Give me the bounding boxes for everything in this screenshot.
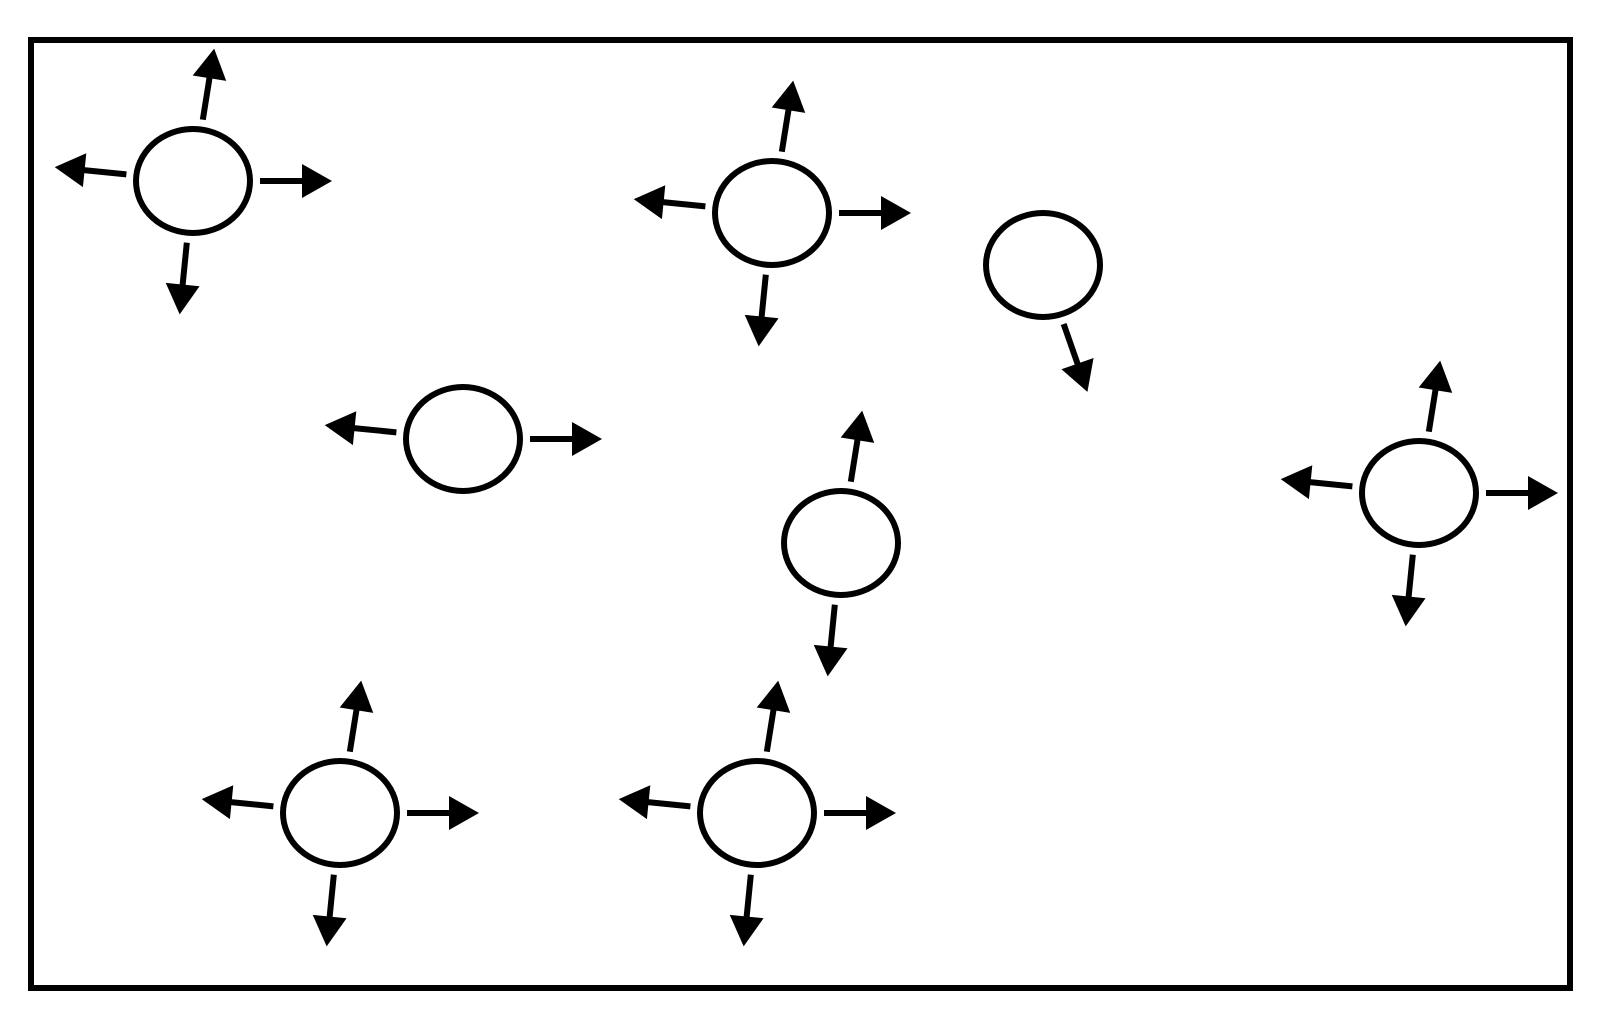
particle-5-arrow-down: [813, 604, 848, 677]
particle-2-arrow-up: [771, 80, 806, 153]
particle-4: [324, 384, 602, 494]
particle-7: [201, 680, 479, 947]
particle-7-circle: [280, 758, 400, 868]
particle-5-circle: [781, 488, 901, 598]
particle-2-arrow-left: [633, 185, 706, 220]
particle-1-circle: [133, 126, 253, 236]
particle-3-arrow-down-right: [1060, 322, 1094, 392]
particle-2-arrow-down: [744, 274, 779, 347]
particle-1-arrow-up: [192, 48, 227, 121]
particle-1-arrow-down: [165, 242, 200, 315]
particle-3-circle: [983, 210, 1103, 320]
particle-7-arrow-up: [339, 680, 374, 753]
particle-8: [618, 680, 896, 947]
particle-2-circle: [712, 158, 832, 268]
particle-8-arrow-up: [756, 680, 791, 753]
particle-6-arrow-up: [1418, 360, 1453, 433]
particle-8-circle: [697, 758, 817, 868]
particle-3: [983, 210, 1103, 392]
particle-1-arrow-left: [54, 153, 127, 188]
particle-5: [781, 410, 901, 677]
particle-8-arrow-left: [618, 785, 691, 820]
particle-7-arrow-right: [407, 796, 479, 830]
container-box: [28, 37, 1573, 991]
particle-8-arrow-down: [729, 874, 764, 947]
particle-6-circle: [1359, 438, 1479, 548]
particle-6: [1280, 360, 1558, 627]
particle-2: [633, 80, 911, 347]
particle-6-arrow-down: [1391, 554, 1426, 627]
particle-6-arrow-left: [1280, 465, 1353, 500]
particle-1: [54, 48, 332, 315]
particle-8-arrow-right: [824, 796, 896, 830]
particles-layer: [54, 48, 1558, 947]
particle-5-arrow-up: [840, 410, 875, 483]
particle-2-arrow-right: [839, 196, 911, 230]
particle-4-arrow-left: [324, 411, 397, 446]
particle-4-arrow-right: [530, 422, 602, 456]
particle-4-circle: [403, 384, 523, 494]
particle-1-arrow-right: [260, 164, 332, 198]
particle-7-arrow-down: [312, 874, 347, 947]
particle-6-arrow-right: [1486, 476, 1558, 510]
particle-7-arrow-left: [201, 785, 274, 820]
